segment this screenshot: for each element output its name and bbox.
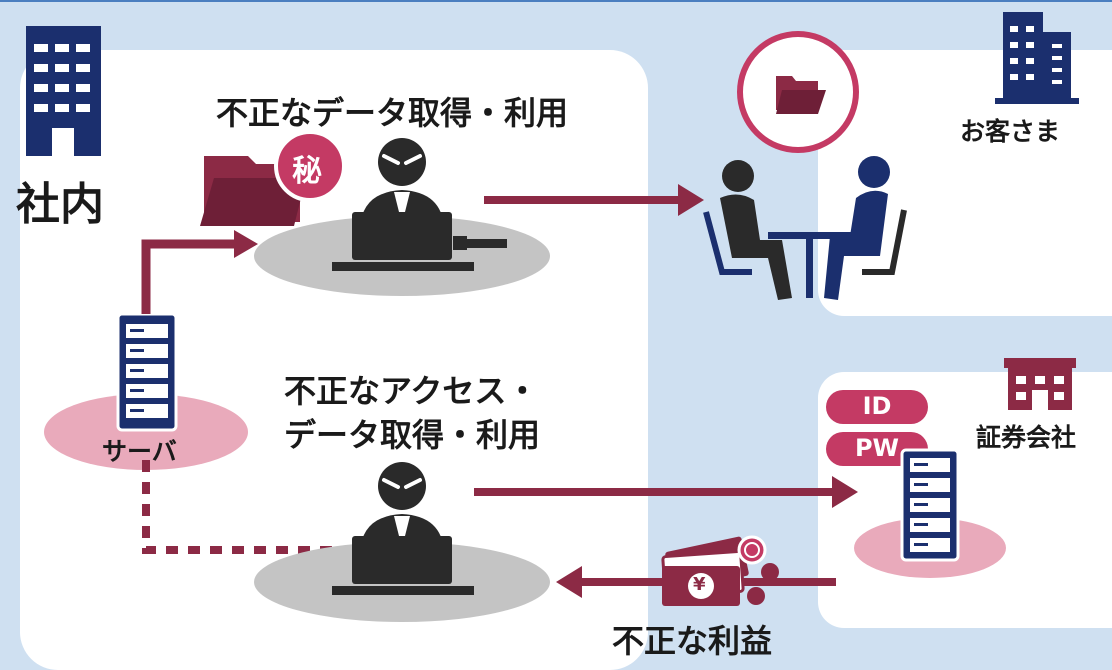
customer-building-icon	[995, 12, 1079, 104]
illegal-profit-label: 不正な利益	[612, 622, 773, 660]
insider-top	[254, 138, 550, 296]
inside-company-label: 社内	[16, 179, 104, 230]
securities-server-group	[826, 390, 1006, 578]
middle-threat-title-line1: 不正なアクセス・	[284, 372, 539, 410]
company-building-icon	[26, 26, 101, 156]
server-to-insider-arrow	[141, 230, 258, 314]
securities-company-label: 証券会社	[976, 423, 1077, 452]
leak-to-customer-arrow	[484, 184, 704, 216]
securities-building-icon	[1004, 358, 1076, 410]
middle-threat-title-line2: データ取得・利用	[284, 416, 541, 454]
server-dotted-link	[142, 460, 350, 554]
secret-badge-text: 秘	[292, 154, 322, 189]
id-badge-text: ID	[862, 392, 892, 420]
secret-folder-icon	[200, 130, 346, 226]
customer-meeting-icon	[703, 31, 907, 300]
yen-symbol: ¥	[693, 574, 706, 595]
access-to-securities-arrow	[474, 476, 858, 508]
top-border	[0, 0, 1112, 2]
server-icon	[44, 312, 248, 470]
money-icon	[661, 535, 779, 606]
customer-label: お客さま	[960, 117, 1061, 146]
pw-badge-text: PW	[854, 434, 900, 462]
top-threat-title: 不正なデータ取得・利用	[216, 94, 569, 132]
server-label: サーバ	[102, 437, 177, 466]
insider-bottom	[254, 462, 550, 622]
